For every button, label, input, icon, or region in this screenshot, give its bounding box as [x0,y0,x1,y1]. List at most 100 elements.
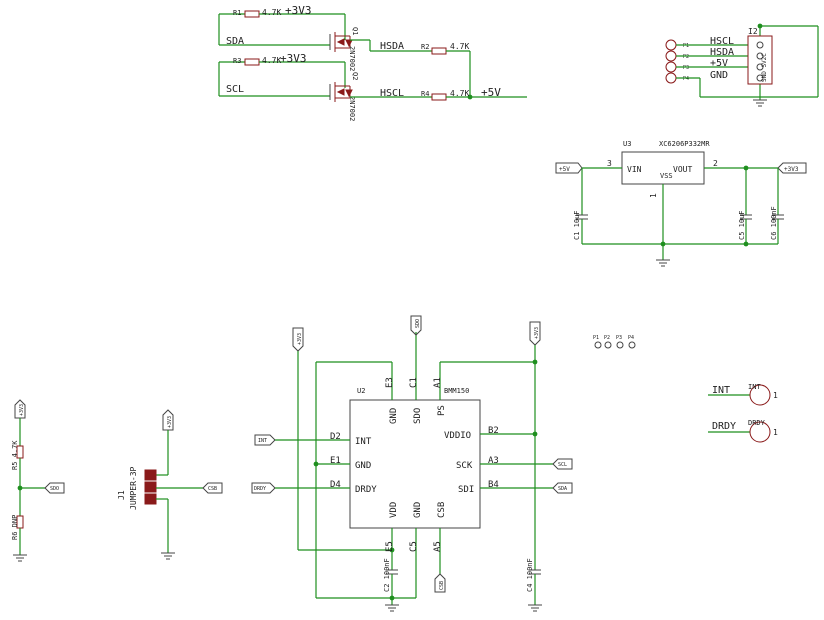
tag-3v3-left: +3V3 [297,333,303,345]
tp-drdy-ref: DRDY [748,419,766,427]
tp-drdy-pad: 1 [773,428,778,437]
conn-net-hscl: HSCL [710,36,734,47]
tp-int-ref: INT [748,383,761,391]
pin-gnd-top: GND [389,408,399,424]
left-divider-block: +3V3 SDO R5 4.7K R6 DNP [11,399,65,562]
pin-sdo: SDO [413,408,423,424]
pin-vdd: VDD [389,502,399,518]
tag-csb-bottom: CSB [439,581,445,590]
cap-c5: C5 10uF [738,210,746,240]
tag-sdo-divider: SDO [50,486,59,492]
pin-vout: VOUT [673,165,692,174]
r3-value: 4.7K [262,56,281,65]
testpoints-block: INT INT 1 DRDY DRDY 1 [708,383,778,443]
resistor-r4 [431,93,447,101]
pad-label: P2 [683,54,689,60]
r3-ref: R3 [233,57,241,65]
ball-a3: A3 [488,456,499,466]
pad-label: P1 [683,43,689,49]
q1-ref: Q1 [351,27,359,35]
cap-c2: C2 100nF [383,558,391,592]
ball-b2: B2 [488,426,499,436]
q1-part: 2N7002 [348,46,356,71]
r1-ref: R1 [233,9,241,17]
cap-c6: C6 100nF [770,206,778,240]
q2-ref: Q2 [351,72,359,80]
connector-body-label: SND SV2C [761,53,768,82]
pin-ps: PS [437,405,447,416]
pin-gnd-bottom: GND [413,502,423,518]
net-5v: +5V [481,86,501,99]
r4-value: 4.7K [450,89,469,98]
ball-b4: B4 [488,480,499,490]
tp-drdy-net: DRDY [712,421,736,432]
resistor-r3 [244,58,260,66]
net-hscl: HSCL [380,88,404,99]
resistor-r5-label: R5 4.7K [11,440,19,470]
pad-row-label: P1 [593,335,599,341]
pad-row-label: P3 [616,335,622,341]
tag-3v3-jumper: +3V3 [167,416,173,428]
connector-body [747,35,773,85]
net-hsda: HSDA [380,41,404,52]
jumper-ref: J1 [117,490,126,500]
connector-pads [665,39,677,84]
pad-label: P3 [683,65,689,71]
tag-3v3-divider: +3V3 [19,404,25,416]
ball-c1: C1 [409,377,419,388]
tag-3v3-right: +3V3 [534,327,540,339]
cap-c1: C1 10uF [573,210,581,240]
pin-vss: VSS [660,172,673,180]
pads-row: P1 P2 P3 P4 [593,335,636,349]
ball-c5: C5 [409,541,419,552]
pin-num: 2 [713,159,718,168]
regulator-block: U3 XC6206P332MR VIN VOUT VSS 3 2 1 +5V C… [555,140,807,267]
q2-part: 2N7002 [348,96,356,121]
tag-sda: SDA [558,486,567,492]
r4-ref: R4 [421,90,429,98]
connector-ref: I2 [748,27,758,36]
ball-e3: E3 [385,377,395,388]
pin-csb: CSB [437,502,447,518]
u3-ref: U3 [623,140,631,148]
tag-3v3-out: +3V3 [784,166,799,173]
pad-row-label: P4 [628,335,634,341]
ball-e5: E5 [385,541,395,552]
pin-num: 3 [607,159,612,168]
pin-num: 1 [649,193,658,198]
conn-net-hsda: HSDA [710,47,734,58]
conn-net-gnd: GND [710,70,728,81]
u2-part: BMM150 [444,387,469,395]
r1-value: 4.7K [262,8,281,17]
net-sda: SDA [226,36,244,47]
tag-csb-jumper: CSB [208,486,217,492]
net-scl: SCL [226,84,244,95]
pin-sck: SCK [456,461,473,471]
pad-label: P4 [683,76,689,82]
conn-net-5v: +5V [710,58,728,69]
mosfet-q1 [329,32,353,52]
tag-5v-in: +5V [559,166,570,173]
pad-row-label: P2 [604,335,610,341]
pin-sdi: SDI [458,485,474,495]
mosfet-q2 [329,82,353,102]
ball-a1: A1 [433,377,443,388]
jumper-block: +3V3 CSB J1 JUMPER-3P [117,409,223,560]
ball-e1: E1 [330,456,341,466]
ball-d2: D2 [330,432,341,442]
r2-ref: R2 [421,43,429,51]
tp-int-net: INT [712,385,730,396]
resistor-r1 [244,10,260,18]
tag-drdy: DRDY [254,486,266,492]
u2-ref: U2 [357,387,365,395]
connector-block: P1 P2 P3 P4 HSCL HSDA +5V GND I2 SND SV2… [665,23,819,107]
net-3v3-mid: +3V3 [280,52,307,65]
u3-part: XC6206P332MR [659,140,710,148]
pin-vddio: VDDIO [444,431,471,441]
tag-scl: SCL [558,462,567,468]
pin-int: INT [355,437,372,447]
ball-d4: D4 [330,480,341,490]
cap-c4: C4 100nF [526,558,534,592]
pin-drdy: DRDY [355,485,377,495]
pin-vin: VIN [627,165,642,174]
